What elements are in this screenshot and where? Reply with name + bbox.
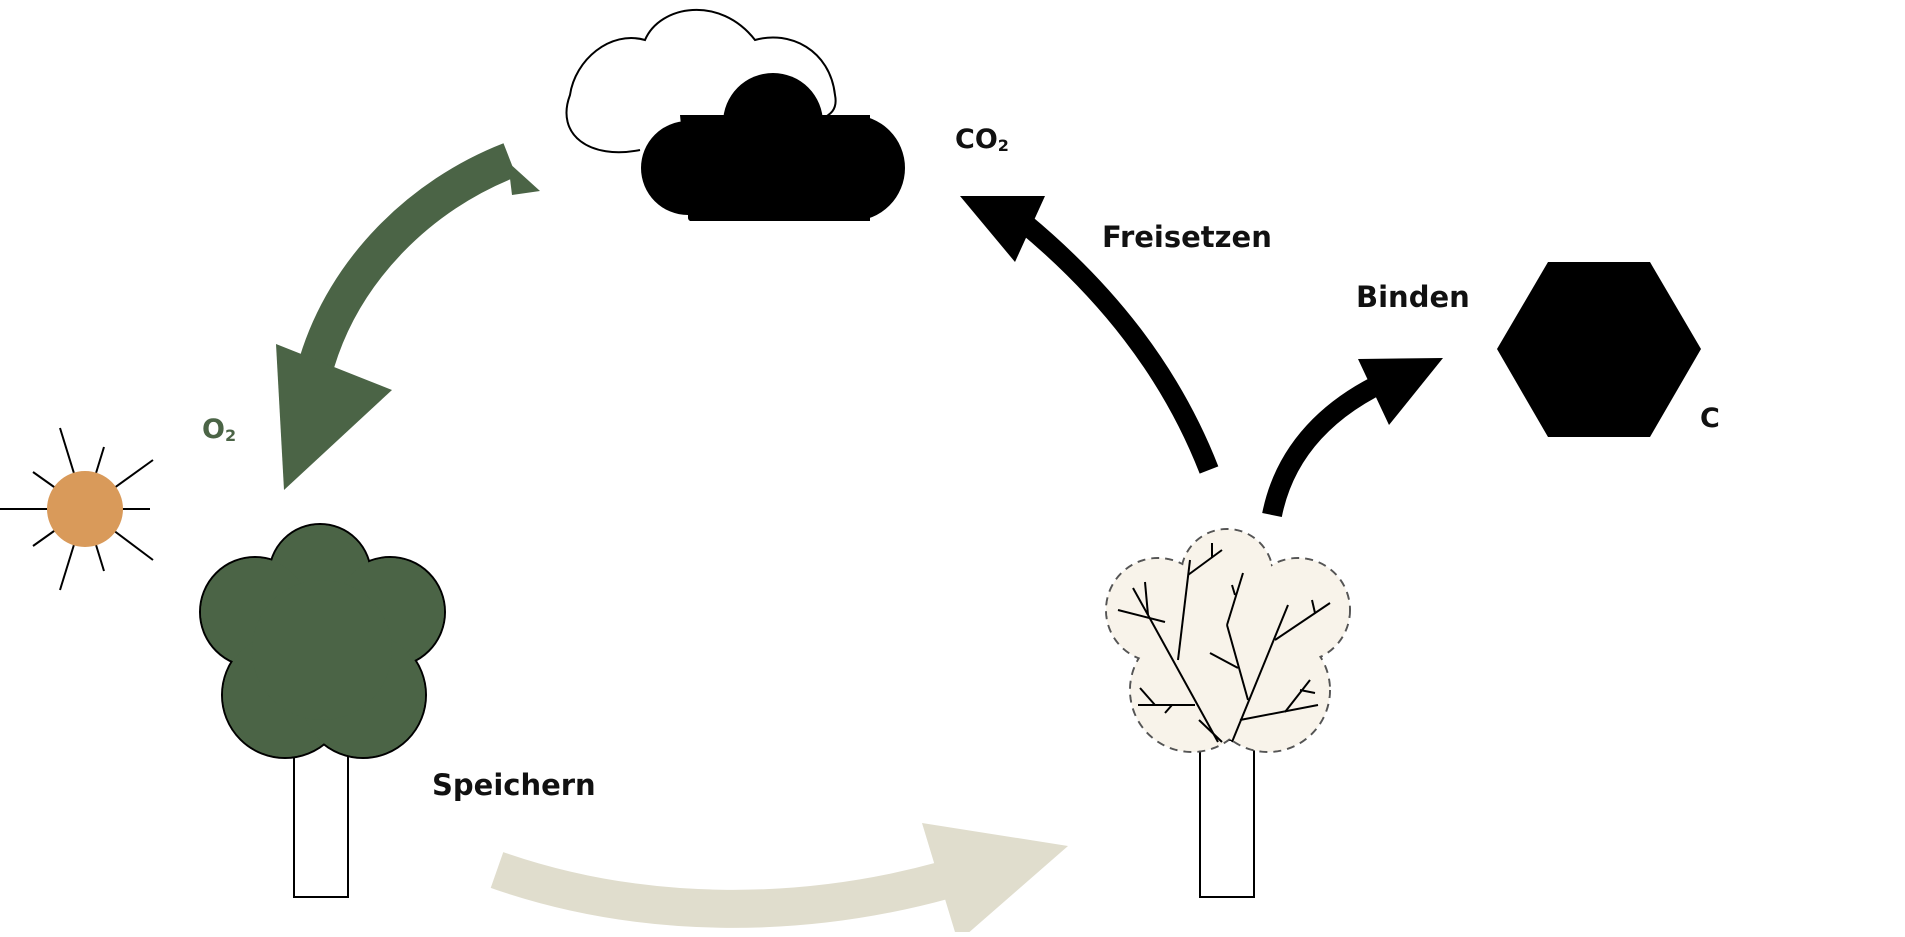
sun-icon [0,427,154,591]
cloud-icon [641,73,905,221]
arrow-beige-speichern [490,823,1068,937]
label-o2: O2 [202,414,236,445]
label-freisetzen: Freisetzen [1102,220,1272,254]
bare-tree-icon [1105,528,1351,898]
o2-subscript: 2 [224,426,237,445]
label-c: C [1700,403,1720,434]
tree-icon [199,523,446,898]
label-co2: CO2 [955,124,1009,155]
arrow-black-binden [1262,358,1443,518]
label-binden: Binden [1356,280,1470,314]
co2-base: CO [955,124,998,155]
hexagon-icon [1497,262,1701,437]
label-speichern: Speichern [432,768,596,802]
co2-subscript: 2 [997,136,1009,155]
arrow-green-cloud-to-tree [276,143,540,490]
o2-base: O [202,414,225,445]
arrow-black-freisetzen [960,196,1219,474]
